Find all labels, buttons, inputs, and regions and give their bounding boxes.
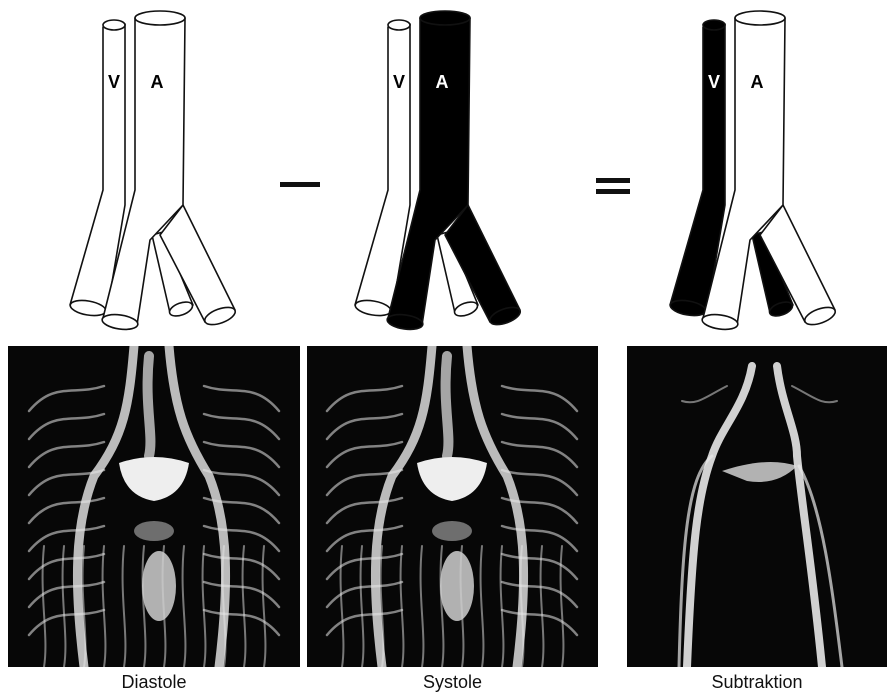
vessel-central: [148, 356, 151, 456]
vessel-lower-left: [103, 546, 106, 667]
vessel-branch-right: [502, 414, 577, 439]
vessel-branch-left: [29, 554, 104, 579]
vessel-branch-left: [29, 414, 104, 439]
vessel-lower-left: [401, 546, 404, 667]
vessel-branch-right: [502, 554, 577, 579]
vessel-branch-right: [204, 526, 279, 551]
vessel-branch-left: [327, 526, 402, 551]
systole-vessel-diagram: VA: [350, 0, 550, 335]
artery-left: [687, 366, 752, 667]
vessel-lower-left: [143, 546, 146, 667]
lower-organ: [440, 551, 474, 621]
vessel-lower-left: [441, 546, 444, 667]
vessel-lower-right: [501, 546, 504, 667]
diastole-mra-image: [8, 346, 300, 667]
vessel-lower-left: [361, 546, 364, 667]
vessel-branch-right: [204, 554, 279, 579]
vessel-central: [446, 356, 449, 456]
minus-sign-icon: [280, 180, 320, 190]
artery-right: [777, 366, 822, 667]
branch-upper-left: [682, 386, 727, 402]
pelvic-structure: [432, 521, 472, 541]
vessel-branch-left: [327, 610, 402, 635]
vessel-branch-left: [29, 386, 104, 411]
vessel-branch-right: [204, 610, 279, 635]
vessel-lower-left: [421, 546, 424, 667]
vessel-branch-right: [204, 414, 279, 439]
vessel-lower-left: [123, 546, 126, 667]
subtraction-mra-image: [627, 346, 887, 667]
vein-top-opening: [703, 20, 725, 30]
pelvic-structure: [134, 521, 174, 541]
vein-label: V: [393, 72, 405, 92]
vessel-branch-right: [204, 386, 279, 411]
vessel-branch-left: [327, 582, 402, 607]
vessel-branch-left: [29, 442, 104, 467]
caption-systole: Systole: [307, 672, 598, 693]
uterine-artery-arc: [722, 462, 797, 482]
vessel-lower-right: [541, 546, 544, 667]
vessel-branch-left: [29, 526, 104, 551]
vessel-branch-left: [327, 498, 402, 523]
vessel-branch-left: [29, 610, 104, 635]
vessel-branch-right: [502, 526, 577, 551]
caption-subtraktion: Subtraktion: [627, 672, 887, 693]
artery-label: A: [751, 72, 764, 92]
vessel-lower-right: [243, 546, 246, 667]
vein-label: V: [708, 72, 720, 92]
vein-top-opening: [388, 20, 410, 30]
vessel-trunk-right: [169, 346, 226, 667]
vessel-branch-right: [502, 582, 577, 607]
vessel-branch-left: [29, 498, 104, 523]
systole-mra-image: [307, 346, 598, 667]
bladder: [119, 457, 189, 501]
vessel-lower-left: [63, 546, 66, 667]
artery-label: A: [436, 72, 449, 92]
branch-upper-right: [792, 386, 837, 402]
artery-top-opening: [135, 11, 185, 25]
vessel-branch-right: [204, 582, 279, 607]
vessel-lower-right: [183, 546, 186, 667]
caption-diastole: Diastole: [8, 672, 300, 693]
vessel-branch-left: [327, 386, 402, 411]
vein-top-opening: [103, 20, 125, 30]
vessel-branch-left: [327, 414, 402, 439]
vein-label: V: [108, 72, 120, 92]
vessel-branch-left: [327, 442, 402, 467]
vessel-branch-right: [502, 386, 577, 411]
vessel-trunk-left: [77, 346, 134, 667]
vessel-trunk-left: [375, 346, 432, 667]
vessel-branch-left: [29, 582, 104, 607]
vessel-branch-left: [327, 554, 402, 579]
vessel-branch-right: [502, 610, 577, 635]
lower-organ: [142, 551, 176, 621]
equals-sign-icon: [596, 175, 630, 197]
vessel-lower-right: [481, 546, 484, 667]
artery-label: A: [151, 72, 164, 92]
vessel-branch-right: [502, 442, 577, 467]
artery-top-opening: [735, 11, 785, 25]
bladder: [417, 457, 487, 501]
artery-top-opening: [420, 11, 470, 25]
vessel-trunk-right: [467, 346, 524, 667]
vessel-lower-right: [203, 546, 206, 667]
vessel-branch-right: [204, 442, 279, 467]
